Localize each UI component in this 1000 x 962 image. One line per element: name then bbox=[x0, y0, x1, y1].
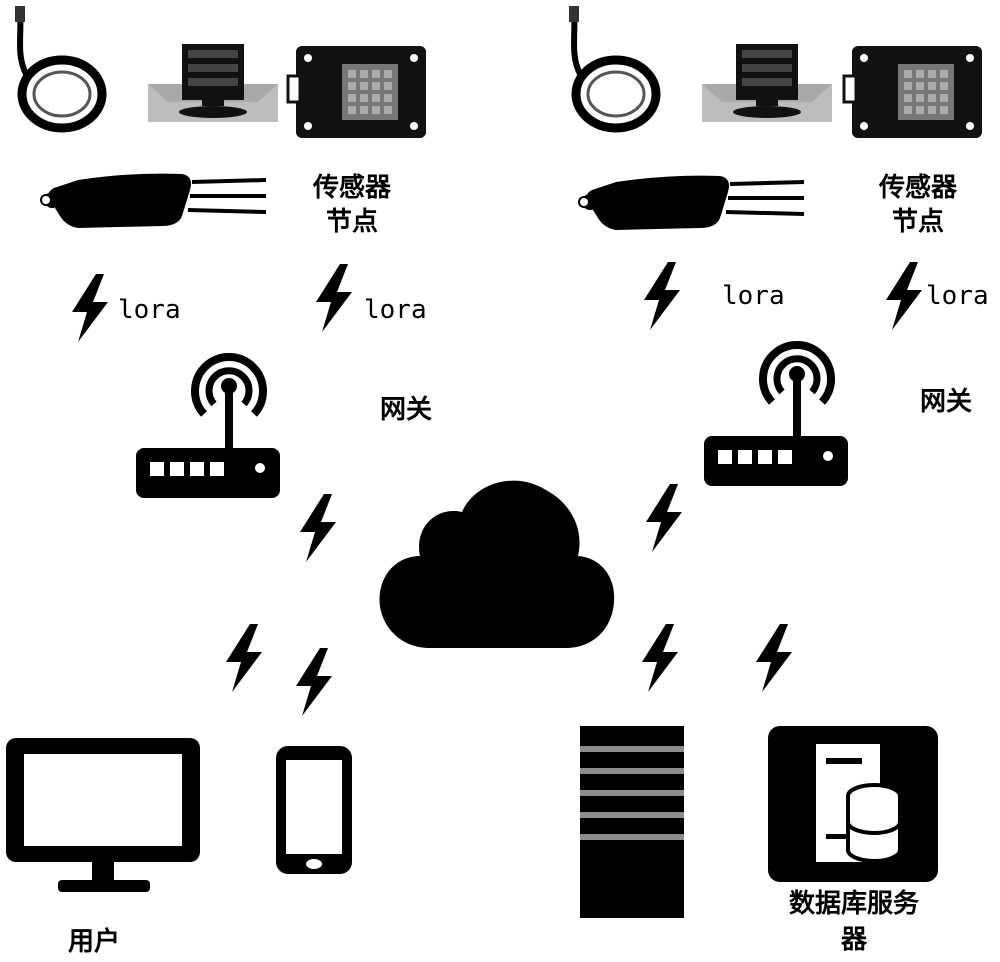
user-label: 用户 bbox=[68, 926, 120, 957]
wifi-router-icon bbox=[704, 345, 848, 486]
cloud-icon bbox=[379, 480, 615, 648]
wifi-router-icon bbox=[136, 357, 280, 498]
server-tower-icon bbox=[580, 726, 684, 918]
sensor-node-label-right-2: 节点 bbox=[892, 206, 944, 237]
monitor-icon bbox=[6, 738, 200, 892]
cable-probe-icon bbox=[560, 4, 660, 132]
sensor-board-icon bbox=[842, 44, 984, 140]
soil-probe-icon bbox=[39, 171, 268, 230]
lightning-icon bbox=[226, 624, 262, 692]
sensor-module-icon bbox=[702, 42, 832, 122]
lightning-icon bbox=[296, 648, 332, 716]
lightning-icon bbox=[756, 624, 792, 692]
lightning-icon bbox=[644, 262, 680, 330]
sensor-node-label-left-2: 节点 bbox=[326, 206, 378, 237]
lora-label-1: lora bbox=[118, 295, 181, 325]
gateway-label-right: 网关 bbox=[920, 387, 972, 417]
lightning-icon bbox=[300, 494, 336, 562]
db-server-label-1: 数据库服务 bbox=[789, 889, 919, 919]
database-server-icon bbox=[768, 726, 938, 882]
lightning-icon bbox=[72, 274, 108, 342]
lora-label-3: lora bbox=[722, 281, 785, 311]
soil-probe-icon bbox=[577, 173, 806, 232]
lora-label-2: lora bbox=[364, 295, 427, 325]
sensor-module-icon bbox=[148, 42, 278, 122]
cable-probe-icon bbox=[6, 4, 106, 132]
sensor-board-icon bbox=[286, 44, 428, 140]
lightning-icon bbox=[316, 264, 352, 332]
smartphone-icon bbox=[276, 746, 352, 874]
lightning-icon bbox=[886, 262, 922, 330]
sensor-node-label-left-1: 传感器 bbox=[312, 173, 392, 203]
db-server-label-2: 器 bbox=[840, 925, 868, 955]
lightning-icon bbox=[646, 484, 682, 552]
lora-label-4: lora bbox=[926, 281, 989, 311]
lightning-icon bbox=[642, 624, 678, 692]
gateway-label-left: 网关 bbox=[380, 395, 432, 425]
sensor-node-label-right-1: 传感器 bbox=[878, 173, 958, 203]
